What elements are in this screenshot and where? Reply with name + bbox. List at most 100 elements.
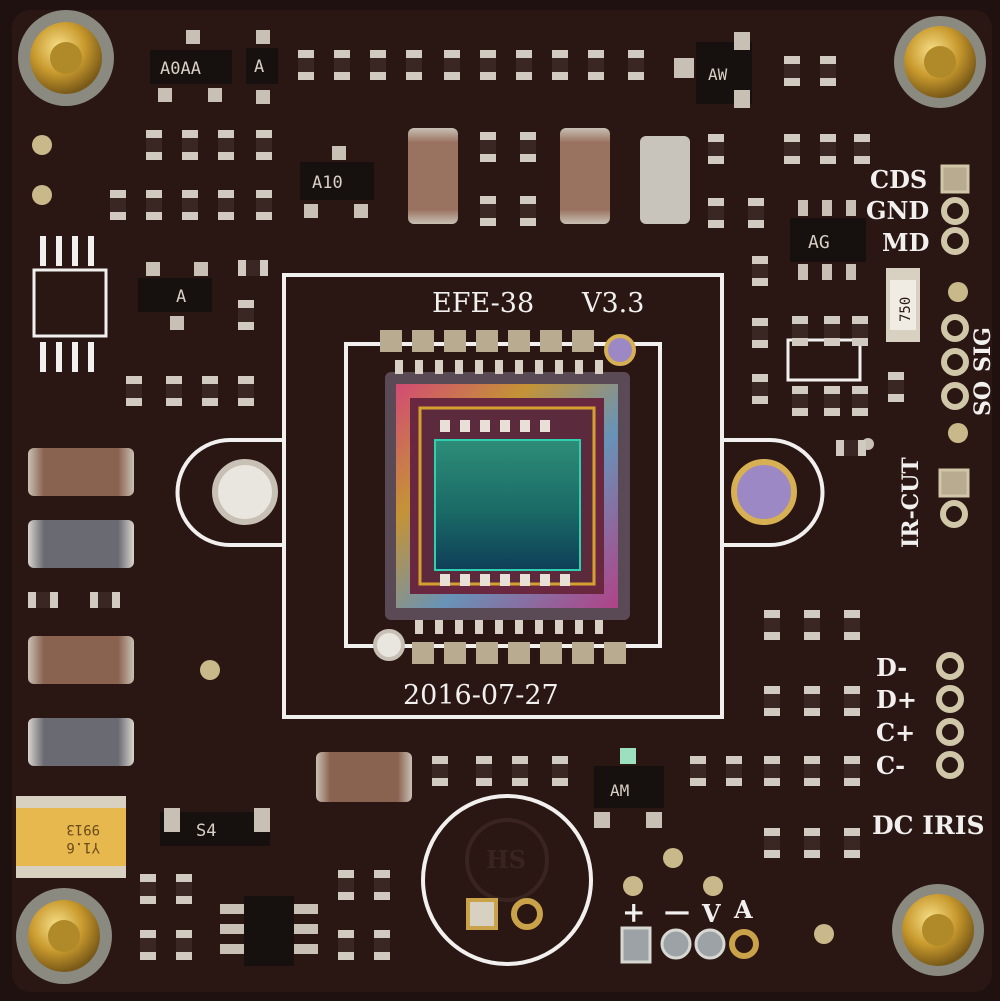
capacitor-top-3 bbox=[640, 136, 690, 224]
svg-text:9913: 9913 bbox=[66, 821, 100, 837]
smd-part bbox=[182, 130, 198, 160]
smd-part bbox=[218, 190, 234, 220]
smd-part bbox=[140, 930, 156, 960]
label-gnd: GND bbox=[866, 196, 929, 225]
smd-part bbox=[552, 756, 568, 786]
resistor-750 bbox=[886, 268, 920, 342]
cmos-image-sensor bbox=[385, 360, 630, 634]
label-c-plus: C+ bbox=[876, 718, 915, 747]
smd-part bbox=[824, 316, 840, 346]
tantalum-capacitor-text: Y1.6 9913 bbox=[66, 821, 100, 855]
board-version-text: V3.3 bbox=[581, 288, 644, 319]
ic-soic-left bbox=[32, 236, 108, 372]
smd-part bbox=[140, 874, 156, 904]
header-pins-ir-cut bbox=[938, 468, 970, 528]
header-pins-dc-iris bbox=[936, 652, 964, 779]
smd-part bbox=[28, 592, 58, 608]
smd-part bbox=[338, 930, 354, 960]
smd-part bbox=[804, 686, 820, 716]
smd-part bbox=[824, 386, 840, 416]
smd-part bbox=[708, 134, 724, 164]
smd-part bbox=[752, 374, 768, 404]
ic-top-left bbox=[150, 30, 232, 102]
ic-ag-mark: AG bbox=[808, 232, 830, 253]
smd-part bbox=[854, 134, 870, 164]
mounting-hole-bottom-right bbox=[892, 884, 984, 976]
smd-part bbox=[202, 376, 218, 406]
lens-mount-hole-right bbox=[731, 459, 797, 525]
capacitor-left-3 bbox=[28, 636, 134, 684]
ic-top-left-mark: A0AA bbox=[160, 59, 201, 79]
lens-mount-outline bbox=[175, 273, 825, 719]
smd-part bbox=[256, 190, 272, 220]
smd-part bbox=[256, 130, 272, 160]
smd-part bbox=[836, 440, 866, 456]
smd-part bbox=[844, 756, 860, 786]
sensor-pin1-marker bbox=[604, 334, 636, 366]
hs-footprint bbox=[421, 794, 593, 966]
header-pins-so-sig bbox=[941, 314, 969, 410]
smd-part bbox=[126, 376, 142, 406]
sensor-pads-bottom bbox=[412, 642, 626, 664]
smd-part bbox=[852, 386, 868, 416]
label-d-minus: D- bbox=[876, 653, 907, 682]
smd-part bbox=[374, 930, 390, 960]
label-minus: — bbox=[664, 897, 690, 927]
smd-part bbox=[888, 372, 904, 402]
label-a: A bbox=[733, 895, 753, 924]
header-pins-power bbox=[620, 926, 759, 964]
smd-part bbox=[588, 50, 604, 80]
label-ir-cut: IR-CUT bbox=[898, 457, 924, 548]
label-plus: + bbox=[622, 896, 645, 929]
capacitor-left-2 bbox=[28, 520, 134, 568]
ic-aw bbox=[674, 32, 752, 108]
capacitor-top-2 bbox=[560, 128, 610, 224]
svg-text:Y1.6: Y1.6 bbox=[66, 839, 100, 855]
ic-aw-mark: AW bbox=[708, 65, 728, 84]
mounting-hole-top-right bbox=[894, 16, 986, 108]
header-pins-cds-gnd-md bbox=[940, 164, 970, 255]
ic-top-small bbox=[246, 30, 278, 104]
smd-part bbox=[370, 50, 386, 80]
label-dc-iris: DC IRIS bbox=[872, 811, 985, 840]
smd-part bbox=[238, 300, 254, 330]
smd-part bbox=[784, 134, 800, 164]
smd-part bbox=[792, 386, 808, 416]
ic-left-mid-mark: A bbox=[176, 287, 186, 307]
smd-part bbox=[334, 50, 350, 80]
label-so: SO bbox=[970, 381, 996, 416]
smd-part bbox=[90, 592, 120, 608]
ic-a10-mark: A10 bbox=[312, 173, 343, 193]
smd-part bbox=[820, 134, 836, 164]
smd-part bbox=[298, 50, 314, 80]
smd-part bbox=[804, 828, 820, 858]
smd-part bbox=[852, 316, 868, 346]
smd-part bbox=[432, 756, 448, 786]
smd-part bbox=[338, 870, 354, 900]
smd-part bbox=[516, 50, 532, 80]
smd-part bbox=[218, 130, 234, 160]
mounting-hole-top-left bbox=[18, 10, 114, 106]
smd-part bbox=[784, 56, 800, 86]
smd-part bbox=[690, 756, 706, 786]
smd-part bbox=[844, 610, 860, 640]
smd-part bbox=[238, 260, 268, 276]
smd-part bbox=[804, 610, 820, 640]
smd-part bbox=[480, 132, 496, 162]
label-cds: CDS bbox=[870, 165, 927, 194]
smd-part bbox=[726, 756, 742, 786]
smd-part bbox=[480, 50, 496, 80]
ic-top-small-mark: A bbox=[254, 57, 264, 77]
smd-part bbox=[748, 198, 764, 228]
smd-part bbox=[520, 132, 536, 162]
smd-part bbox=[708, 198, 724, 228]
mounting-hole-bottom-left bbox=[16, 888, 112, 984]
smd-part bbox=[520, 196, 536, 226]
smd-part bbox=[628, 50, 644, 80]
ic-am bbox=[594, 748, 664, 828]
test-pads bbox=[32, 135, 968, 944]
smd-part bbox=[480, 196, 496, 226]
ic-ag bbox=[790, 200, 866, 280]
capacitor-top-1 bbox=[408, 128, 458, 224]
